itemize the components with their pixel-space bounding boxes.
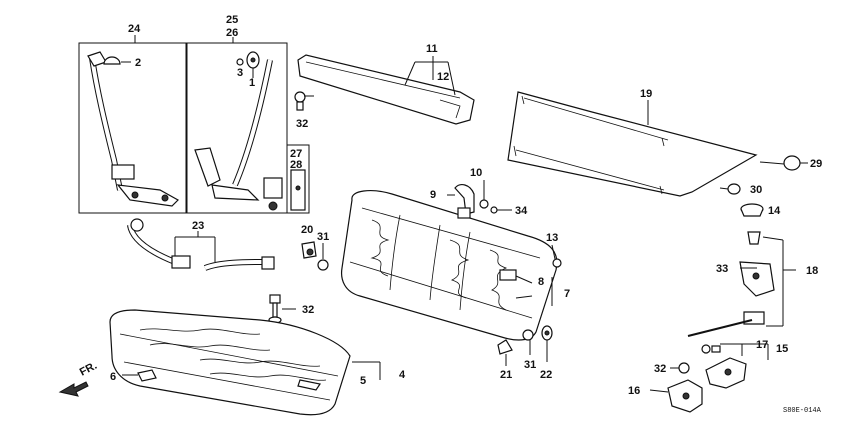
rear-shelf-panel <box>297 54 475 125</box>
callout-2: 2 <box>135 57 141 69</box>
callout-14: 14 <box>768 205 781 217</box>
callout-5: 5 <box>360 375 366 387</box>
leaders-7-8 <box>515 275 553 306</box>
callout-34: 34 <box>515 205 528 217</box>
clip-30 <box>719 183 741 195</box>
bumper-14 <box>740 203 764 217</box>
callout-29: 29 <box>810 158 822 170</box>
latch-assembly <box>649 231 796 413</box>
callout-28: 28 <box>290 159 302 171</box>
seat-back <box>340 190 558 341</box>
seat-belt-group-left <box>78 35 187 214</box>
callout-6: 6 <box>110 371 116 383</box>
clip-6 <box>122 369 157 382</box>
fr-arrow-label: FR. <box>78 360 99 379</box>
callout-25: 25 <box>226 14 238 26</box>
bolt-31-lower <box>522 329 534 355</box>
callout-8: 8 <box>538 276 544 288</box>
seat-belt-group-right <box>186 37 310 214</box>
bolt-13 <box>551 244 562 268</box>
bracket-22 <box>541 325 553 362</box>
seat-back-hinge <box>447 180 512 219</box>
callout-11: 11 <box>426 43 438 55</box>
callout-31-lower: 31 <box>524 359 536 371</box>
callout-26: 26 <box>226 27 238 39</box>
callout-13: 13 <box>546 232 558 244</box>
diagram-code: S80E-014A <box>783 407 822 415</box>
callout-27: 27 <box>290 148 302 160</box>
callout-1: 1 <box>249 77 255 89</box>
callout-32-top: 32 <box>296 118 308 130</box>
callout-17: 17 <box>756 339 768 351</box>
front-direction-arrow-icon <box>58 381 89 397</box>
bolt-31-upper <box>317 243 329 271</box>
callout-20: 20 <box>301 224 313 236</box>
callout-32-lower: 32 <box>654 363 666 375</box>
callout-33: 33 <box>716 263 728 275</box>
callout-16: 16 <box>628 385 640 397</box>
seat-belt-23 <box>127 218 275 271</box>
callout-4: 4 <box>399 369 406 381</box>
cover-21 <box>497 339 513 366</box>
rear-panel-19 <box>507 91 758 197</box>
callout-22: 22 <box>540 369 552 381</box>
clip-32-top <box>294 91 314 111</box>
bolt-32-middle <box>268 294 296 324</box>
callout-31-upper: 31 <box>317 231 329 243</box>
callout-7: 7 <box>564 288 570 300</box>
callout-10: 10 <box>470 167 482 179</box>
callout-12: 12 <box>437 71 449 83</box>
buckle-20 <box>301 241 317 259</box>
callout-32-middle: 32 <box>302 304 314 316</box>
callout-19: 19 <box>640 88 652 100</box>
callout-24: 24 <box>128 23 141 35</box>
callout-21: 21 <box>500 369 512 381</box>
callout-18: 18 <box>806 265 818 277</box>
callout-9: 9 <box>430 189 436 201</box>
callout-23: 23 <box>192 220 204 232</box>
seat-cushion <box>109 309 381 416</box>
grommet-29 <box>759 155 808 171</box>
callout-30: 30 <box>750 184 762 196</box>
callout-3: 3 <box>237 67 243 79</box>
callout-15: 15 <box>776 343 788 355</box>
